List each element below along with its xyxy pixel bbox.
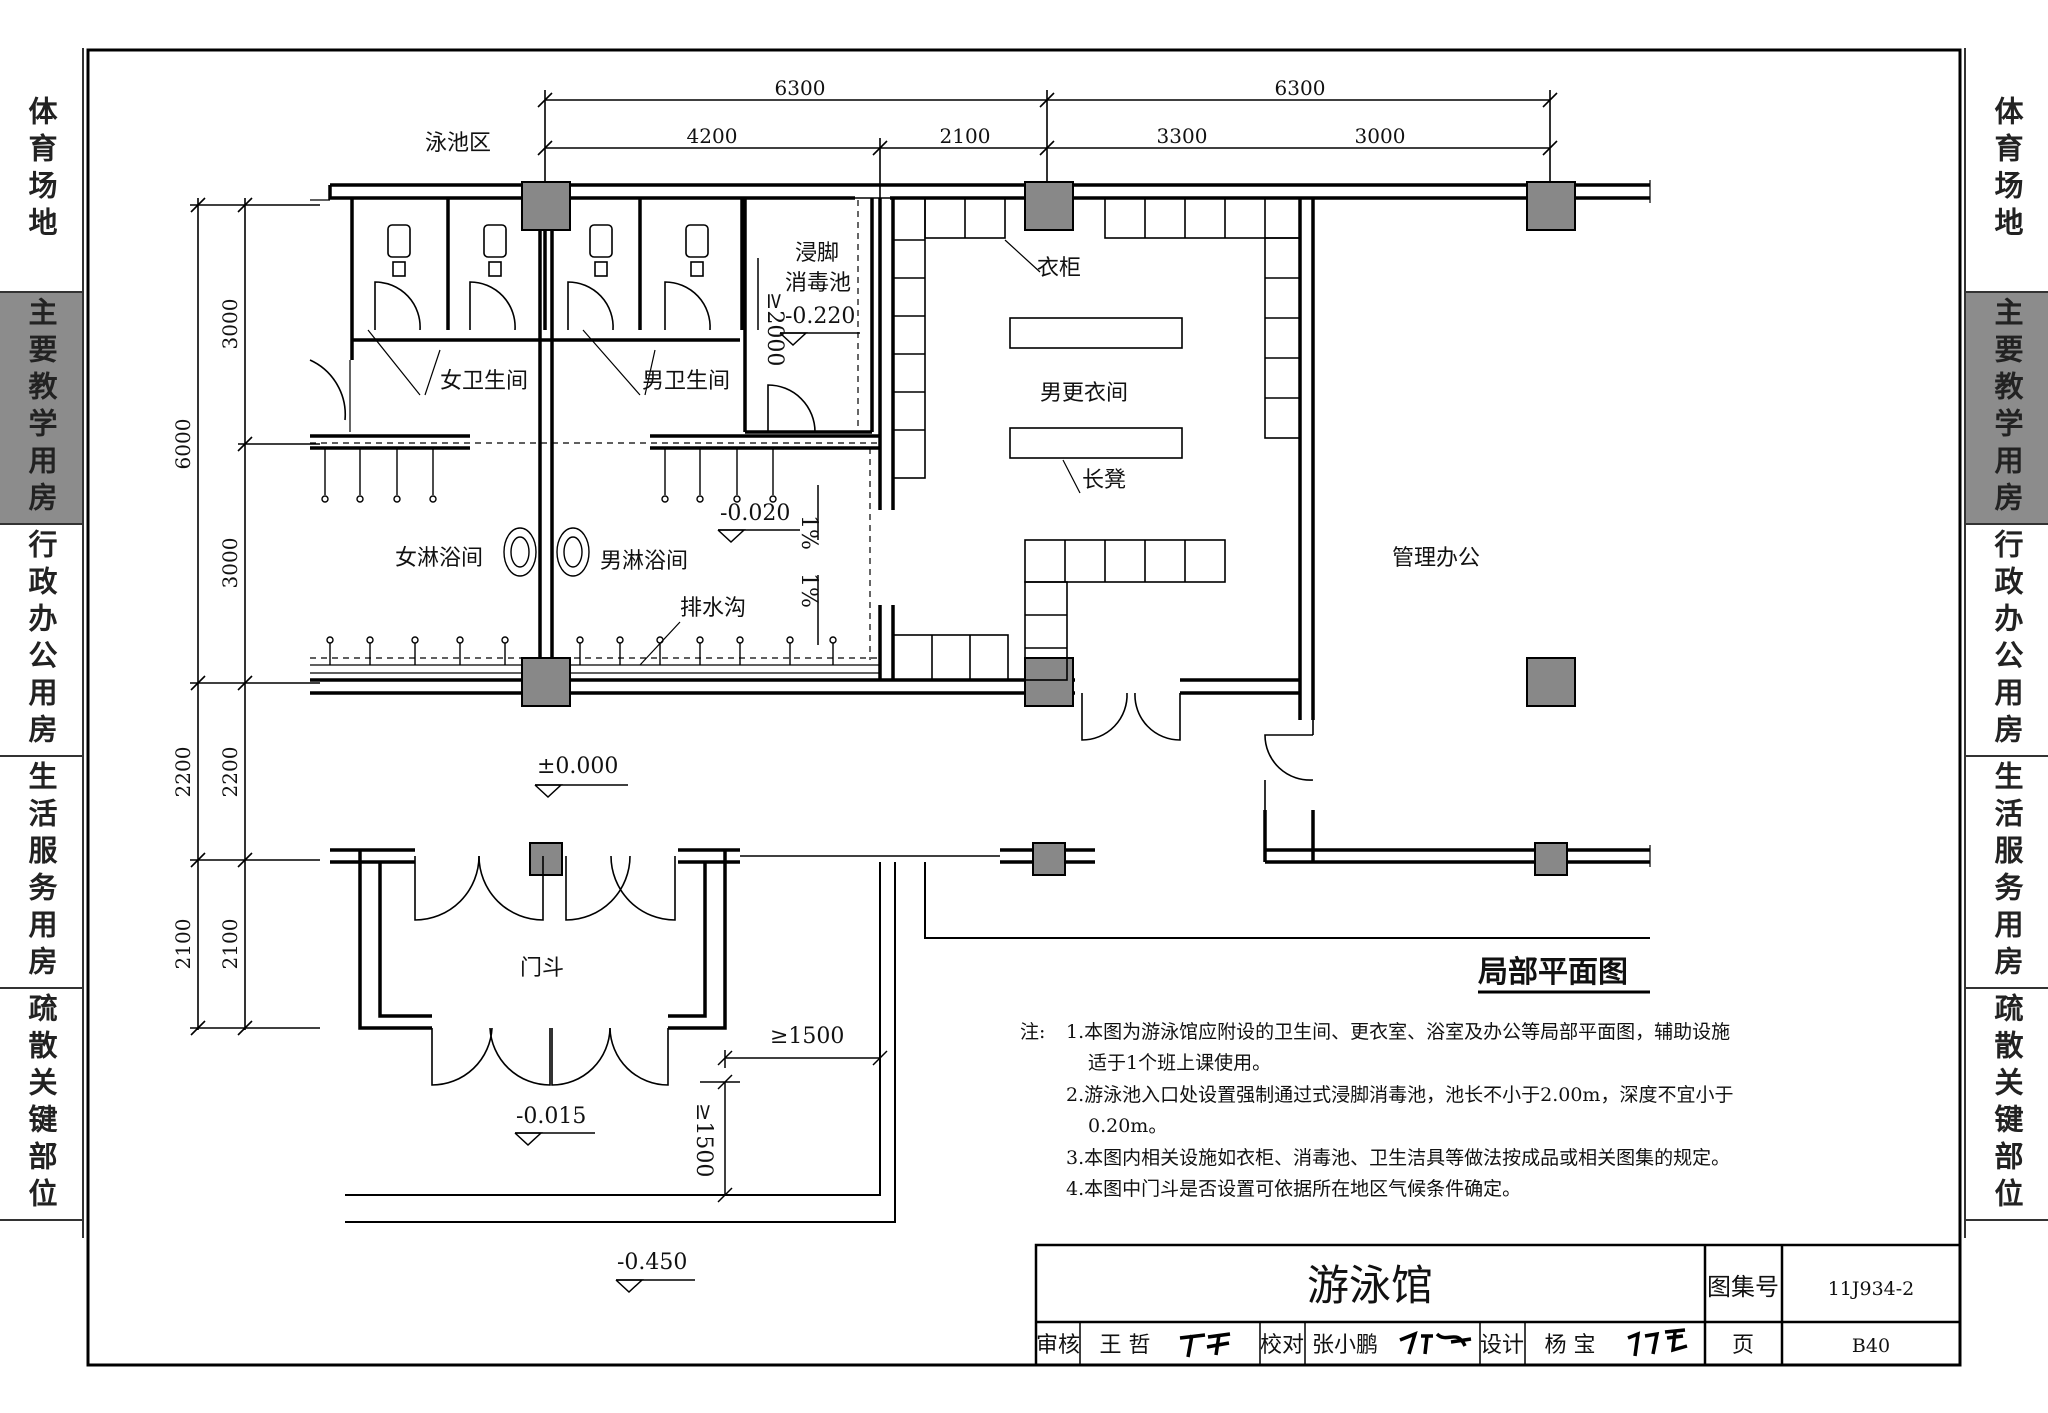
columns bbox=[521, 181, 1576, 876]
level-outside: -0.450 bbox=[617, 1250, 687, 1275]
dim-2200-outer: 2200 bbox=[171, 747, 195, 798]
title-block bbox=[1034, 1243, 1962, 1367]
leader-lines bbox=[367, 239, 1081, 666]
label-office: 管理办公 bbox=[1392, 546, 1480, 571]
tab-label: 主要教学用房 bbox=[24, 297, 58, 519]
note-line-1: 1.本图为游泳馆应附设的卫生间、更衣室、浴室及办公等局部平面图，辅助设施 bbox=[1066, 1021, 1730, 1043]
left-tab-3: 生活服务用房 bbox=[0, 757, 82, 989]
label-mens-wc: 男卫生间 bbox=[642, 369, 730, 394]
label-drain: 排水沟 bbox=[680, 596, 746, 621]
level-foot-bath: -0.220 bbox=[785, 304, 855, 329]
tab-label: 生活服务用房 bbox=[24, 761, 58, 983]
tab-label: 行政办公用房 bbox=[24, 529, 58, 751]
left-tab-2: 行政办公用房 bbox=[0, 525, 82, 757]
label-womens-shower: 女淋浴间 bbox=[395, 546, 483, 571]
dim-3000-lower: 3000 bbox=[218, 538, 242, 589]
dim-2100-top: 2100 bbox=[940, 124, 991, 148]
note-line-3: 2.游泳池入口处设置强制通过式浸脚消毒池，池长不小于2.00m，深度不宜小于 bbox=[1066, 1084, 1733, 1106]
drain-lines bbox=[310, 200, 880, 660]
design-label: 设计 bbox=[1480, 1333, 1524, 1358]
vestibule-dims bbox=[700, 258, 888, 1203]
reviewer-name: 王 哲 bbox=[1100, 1333, 1151, 1358]
tab-label: 疏散关键部位 bbox=[1990, 993, 2024, 1215]
level-shower: -0.020 bbox=[720, 501, 790, 526]
label-foot-bath-2: 消毒池 bbox=[785, 271, 851, 296]
dim-3000: 3000 bbox=[1355, 124, 1406, 148]
window-lines bbox=[310, 180, 1651, 867]
label-mens-shower: 男淋浴间 bbox=[600, 549, 688, 574]
level-markers bbox=[514, 332, 860, 1294]
check-label: 校对 bbox=[1260, 1333, 1304, 1358]
note-line-4: 0.20m。 bbox=[1088, 1115, 1167, 1137]
dim-vestibule-width: ≥1500 bbox=[770, 1024, 844, 1049]
level-vestibule: -0.015 bbox=[516, 1104, 586, 1129]
dim-6000: 6000 bbox=[171, 419, 195, 470]
tab-label: 体育场地 bbox=[1990, 95, 2024, 244]
dim-pool-length: ≥2000 bbox=[762, 292, 787, 366]
reviewer-signature bbox=[1179, 1332, 1231, 1358]
checker-signature bbox=[1399, 1331, 1472, 1355]
left-dimensions bbox=[190, 197, 320, 1036]
label-wardrobe: 衣柜 bbox=[1037, 256, 1081, 281]
drawing-title: 局部平面图 bbox=[1478, 955, 1628, 990]
label-vestibule: 门斗 bbox=[520, 956, 564, 981]
tab-label: 主要教学用房 bbox=[1990, 297, 2024, 519]
tab-label: 体育场地 bbox=[24, 95, 58, 244]
label-pool-zone: 泳池区 bbox=[425, 131, 491, 156]
left-tab-0: 体育场地 bbox=[0, 48, 82, 293]
lockers bbox=[892, 197, 1301, 681]
tab-label: 生活服务用房 bbox=[1990, 761, 2024, 983]
designer-signature bbox=[1627, 1328, 1688, 1357]
dim-6300-b: 6300 bbox=[1275, 76, 1326, 100]
notes-prefix: 注: bbox=[1020, 1021, 1045, 1043]
left-tab-1: 主要教学用房 bbox=[0, 293, 82, 525]
label-mens-locker: 男更衣间 bbox=[1040, 381, 1128, 406]
dim-vestibule-depth: ≥1500 bbox=[691, 1103, 716, 1177]
left-tab-4: 疏散关键部位 bbox=[0, 989, 82, 1221]
dim-3300: 3300 bbox=[1157, 124, 1208, 148]
level-corridor: ±0.000 bbox=[537, 754, 618, 779]
dim-2100-inner: 2100 bbox=[218, 919, 242, 970]
right-tab-2: 行政办公用房 bbox=[1966, 525, 2048, 757]
right-tab-4: 疏散关键部位 bbox=[1966, 989, 2048, 1221]
shower-heads bbox=[321, 448, 837, 665]
label-bench: 长凳 bbox=[1082, 468, 1126, 493]
drawing-frame bbox=[86, 48, 1962, 1367]
left-category-tabs: 体育场地主要教学用房行政办公用房生活服务用房疏散关键部位 bbox=[0, 48, 84, 1238]
checker-name: 张小鹏 bbox=[1312, 1333, 1378, 1358]
right-tab-0: 体育场地 bbox=[1966, 48, 2048, 293]
dim-2100-outer: 2100 bbox=[171, 919, 195, 970]
right-tab-1: 主要教学用房 bbox=[1966, 293, 2048, 525]
designer-name: 杨 宝 bbox=[1545, 1333, 1596, 1358]
dim-3000-upper: 3000 bbox=[218, 299, 242, 350]
right-category-tabs: 体育场地主要教学用房行政办公用房生活服务用房疏散关键部位 bbox=[1964, 48, 2048, 1238]
title-block-title: 游泳馆 bbox=[1307, 1261, 1433, 1310]
atlas-number: 11J934-2 bbox=[1828, 1278, 1915, 1300]
atlas-label: 图集号 bbox=[1707, 1273, 1779, 1301]
slope-2: 1% bbox=[796, 573, 821, 608]
note-line-6: 4.本图中门斗是否设置可依据所在地区气候条件确定。 bbox=[1066, 1178, 1521, 1200]
label-foot-bath-1: 浸脚 bbox=[795, 241, 839, 266]
walls bbox=[310, 183, 1650, 1223]
review-label: 审核 bbox=[1036, 1333, 1080, 1358]
tab-label: 疏散关键部位 bbox=[24, 993, 58, 1215]
note-line-5: 3.本图内相关设施如衣柜、消毒池、卫生洁具等做法按成品或相关图集的规定。 bbox=[1066, 1147, 1730, 1169]
toilet-fixtures bbox=[374, 224, 816, 433]
label-womens-wc: 女卫生间 bbox=[440, 369, 528, 394]
dim-2200-inner: 2200 bbox=[218, 747, 242, 798]
page-number: B40 bbox=[1852, 1335, 1890, 1357]
note-line-2: 适于1个班上课使用。 bbox=[1088, 1052, 1271, 1074]
right-tab-3: 生活服务用房 bbox=[1966, 757, 2048, 989]
slope-1: 1% bbox=[796, 515, 821, 550]
dim-6300-a: 6300 bbox=[775, 76, 826, 100]
door-swings bbox=[309, 359, 1314, 1086]
page-label: 页 bbox=[1732, 1333, 1754, 1358]
dim-4200: 4200 bbox=[687, 124, 738, 148]
tab-label: 行政办公用房 bbox=[1990, 529, 2024, 751]
